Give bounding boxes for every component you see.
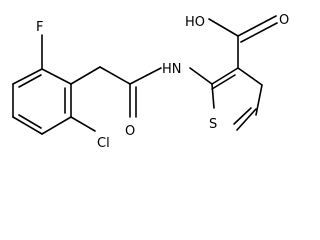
- carbonyl-oxygen-label: O: [125, 124, 135, 139]
- benzene-ring: [12, 68, 72, 135]
- ring-ch2-bond: [70, 66, 101, 85]
- carbonyl-n-bond: [129, 67, 162, 85]
- chlorine-label: Cl: [97, 136, 110, 151]
- ch2-carbonyl-bond: [99, 66, 131, 85]
- thiophene-ring: [211, 67, 263, 131]
- cooh-co-bond-1: [237, 15, 277, 37]
- fluorine-label: F: [36, 20, 43, 35]
- cooh-oh-bond: [208, 18, 239, 37]
- acid-carbonyl-oxygen-label: O: [279, 13, 289, 28]
- n-thiophene-bond: [189, 67, 213, 85]
- amide-nitrogen-label: HN: [162, 62, 182, 77]
- chemical-structure: F Cl O HN S HO O: [12, 13, 289, 151]
- thiophene-sulfur-label: S: [209, 117, 217, 132]
- hydroxyl-label: HO: [185, 15, 205, 30]
- cl-bond: [70, 116, 96, 132]
- cooh-co-bond-2: [240, 22, 278, 43]
